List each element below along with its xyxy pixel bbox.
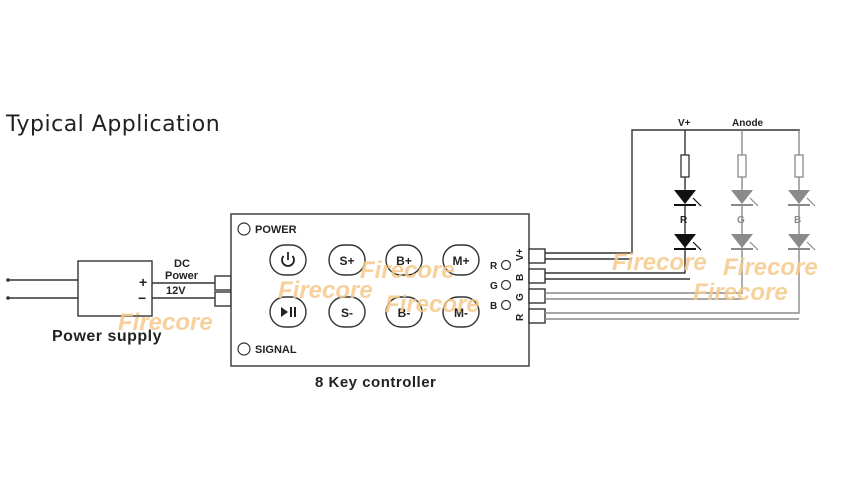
input-wires — [8, 279, 78, 299]
dc-input-terminal — [214, 275, 232, 291]
terminal-label-g: G — [515, 293, 526, 301]
mode-up-button[interactable]: M+ — [442, 244, 480, 276]
led-column-b: B — [788, 130, 816, 251]
resistor-g — [737, 154, 747, 178]
output-terminal-g — [528, 288, 546, 304]
play-pause-icon — [281, 307, 296, 317]
watermark: Firecore — [360, 257, 455, 284]
controller-caption: 8 Key controller — [315, 374, 436, 391]
power-supply-box — [77, 260, 153, 317]
led-diode-b — [788, 234, 810, 248]
dc-input-terminal — [214, 291, 232, 307]
resistor-b — [794, 154, 804, 178]
led-column-r: R — [674, 130, 702, 251]
button-label: S+ — [339, 254, 354, 268]
power-supply-minus: − — [138, 290, 146, 306]
watermark: Firecore — [723, 254, 818, 281]
brightness-up-button[interactable]: B+ — [385, 244, 423, 276]
button-label: B- — [398, 306, 411, 320]
input-wire-end — [6, 296, 10, 300]
output-terminal-r — [528, 308, 546, 324]
channel-label-b: B — [794, 215, 801, 226]
power-indicator-icon — [237, 222, 251, 236]
play-pause-button[interactable] — [269, 296, 307, 328]
output-wires — [545, 129, 800, 320]
button-label: M+ — [452, 254, 469, 268]
vplus-label: V+ — [678, 118, 691, 129]
indicator-led-g — [500, 279, 512, 291]
signal-indicator-icon — [237, 342, 251, 356]
watermark: Firecore — [278, 277, 373, 304]
indicator-led-b — [500, 299, 512, 311]
channel-label-g: G — [737, 215, 745, 226]
power-icon — [281, 252, 295, 267]
signal-indicator-label: SIGNAL — [255, 344, 297, 356]
controller-box — [230, 213, 530, 367]
watermark-layer: Firecore Firecore Firecore Firecore Fire… — [118, 249, 818, 336]
anode-label: Anode — [732, 118, 764, 129]
watermark: Firecore — [612, 249, 707, 276]
speed-down-button[interactable]: S- — [328, 296, 366, 328]
watermark: Firecore — [693, 279, 788, 306]
led-column-g: G — [731, 130, 759, 251]
mode-down-button[interactable]: M- — [442, 296, 480, 328]
power-supply-label: Power supply — [52, 328, 162, 345]
resistor-r — [680, 154, 690, 178]
led-label-g: G — [490, 281, 498, 292]
led-label-r: R — [490, 261, 498, 272]
channel-label-r: R — [680, 215, 688, 226]
indicator-led-r — [500, 259, 512, 271]
button-label: B+ — [396, 254, 412, 268]
button-label: S- — [341, 306, 353, 320]
terminal-label-vplus: V+ — [515, 248, 526, 261]
power-button[interactable] — [269, 244, 307, 276]
output-terminal-b — [528, 268, 546, 284]
terminal-label-b: B — [515, 274, 526, 281]
brightness-down-button[interactable]: B- — [385, 296, 423, 328]
led-label-b: B — [490, 301, 497, 312]
watermark: Firecore — [118, 309, 213, 336]
page-title: Typical Application — [6, 112, 221, 137]
led-diode-g — [731, 234, 753, 248]
watermark: Firecore — [385, 291, 480, 318]
led-diode-r — [674, 190, 696, 204]
power-indicator-label: POWER — [255, 224, 297, 236]
power-label: Power — [165, 270, 199, 282]
output-terminal-vplus — [528, 248, 546, 264]
input-wire-end — [6, 278, 10, 282]
power-supply-plus: + — [139, 274, 147, 290]
dc-label: DC — [174, 258, 190, 270]
terminal-label-r: R — [515, 313, 526, 321]
led-diode-b — [788, 190, 810, 204]
speed-up-button[interactable]: S+ — [328, 244, 366, 276]
led-diode-g — [731, 190, 753, 204]
voltage-label: 12V — [166, 285, 186, 297]
led-diode-r — [674, 234, 696, 248]
dc-power-lines — [152, 282, 215, 299]
button-label: M- — [454, 306, 468, 320]
